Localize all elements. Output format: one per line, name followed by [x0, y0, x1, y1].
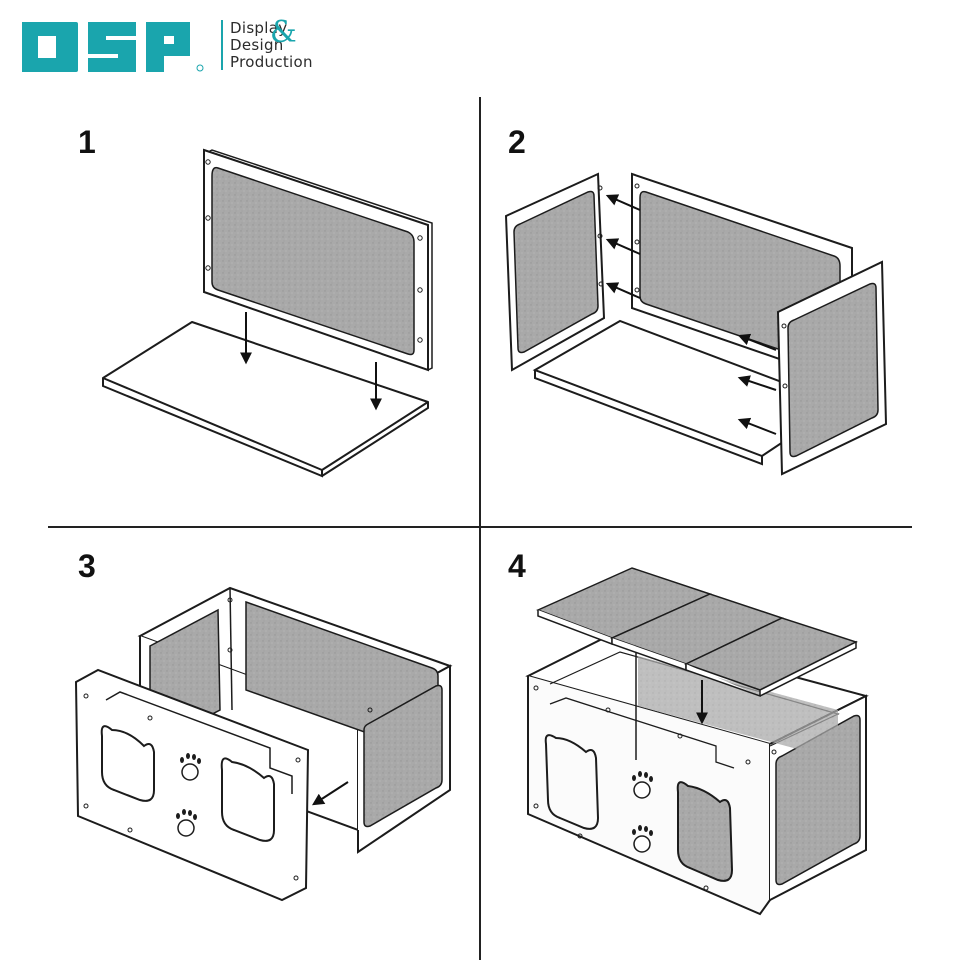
- left-arrow-icon: [737, 333, 777, 351]
- front-panel: [74, 668, 310, 902]
- left-arrow-icon: [605, 282, 641, 299]
- left-arrow-icon: [605, 238, 641, 255]
- left-arrow-icon: [605, 194, 641, 211]
- top-scratch-pads: [536, 567, 858, 698]
- inward-arrow-icon: [311, 781, 349, 806]
- paw-print-icon: [176, 809, 197, 837]
- cat-window-icon: [220, 757, 275, 842]
- paw-print-icon: [632, 825, 653, 853]
- vertical-divider: [479, 97, 481, 960]
- brand-line-production: Production: [230, 53, 313, 71]
- paw-print-icon: [180, 753, 201, 781]
- step-4-number: 4: [508, 548, 526, 584]
- brand-logo: Display Design Production &: [22, 15, 313, 76]
- step-2-illustration: [504, 172, 888, 476]
- step-3-illustration: [74, 586, 453, 902]
- assembled-box: [525, 628, 869, 916]
- brand-wordmark: Display Design Production: [230, 20, 313, 71]
- cat-window-icon: [676, 781, 734, 882]
- brand-ampersand: &: [270, 15, 297, 50]
- left-arrow-icon: [737, 417, 777, 435]
- left-side-panel: [504, 172, 606, 372]
- step-1-number: 1: [78, 124, 96, 160]
- step-1-illustration: [102, 148, 433, 478]
- horizontal-divider: [48, 526, 912, 528]
- step-4-illustration: [525, 567, 869, 916]
- right-side-panel: [776, 260, 888, 476]
- step-2-number: 2: [508, 124, 526, 160]
- step-3-number: 3: [78, 548, 96, 584]
- base-plate: [102, 321, 429, 478]
- back-panel: [203, 148, 433, 372]
- paw-print-icon: [632, 771, 653, 799]
- cat-window-icon: [100, 725, 155, 802]
- brand-line-display: Display: [230, 19, 288, 37]
- dsp-logo-mark-icon: [22, 22, 204, 72]
- brand-line-design: Design: [230, 36, 284, 54]
- cat-window-icon: [544, 734, 600, 830]
- left-arrow-icon: [737, 375, 777, 391]
- logo-divider: [221, 20, 223, 70]
